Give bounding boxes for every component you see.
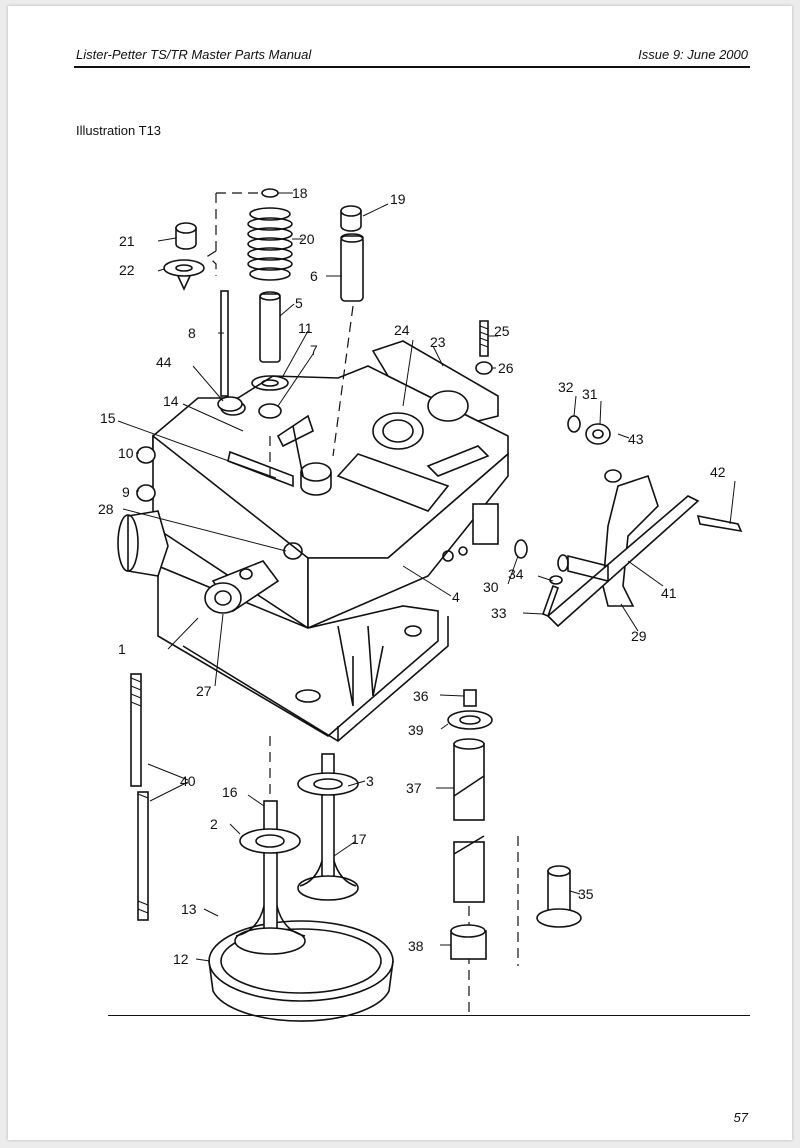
callout-19: 19 <box>390 191 406 207</box>
illustration-label: Illustration T13 <box>76 123 162 138</box>
exploded-parts-diagram: 1 2 3 4 5 6 7 8 9 10 11 12 13 14 15 16 1… <box>98 185 743 1022</box>
callout-32: 32 <box>558 379 574 395</box>
callout-43: 43 <box>628 431 644 447</box>
callout-39: 39 <box>408 722 424 738</box>
callout-8: 8 <box>188 325 196 341</box>
callout-38: 38 <box>408 938 424 954</box>
callout-16: 16 <box>222 784 238 800</box>
page-number: 57 <box>733 1110 748 1125</box>
callout-25: 25 <box>494 323 510 339</box>
callout-5: 5 <box>295 295 303 311</box>
callout-20: 20 <box>299 231 315 247</box>
callout-9: 9 <box>122 484 130 500</box>
callout-17: 17 <box>351 831 367 847</box>
callout-29: 29 <box>631 628 647 644</box>
manual-title: Lister-Petter TS/TR Master Parts Manual <box>76 47 312 62</box>
callout-27: 27 <box>196 683 212 699</box>
callout-18: 18 <box>292 185 308 201</box>
issue-date: Issue 9: June 2000 <box>638 47 748 62</box>
callout-40: 40 <box>180 773 196 789</box>
callout-15: 15 <box>100 410 116 426</box>
callout-23: 23 <box>430 334 446 350</box>
callout-26: 26 <box>498 360 514 376</box>
cylinder-head-drawing <box>117 340 509 742</box>
callout-2: 2 <box>210 816 218 832</box>
callout-41: 41 <box>661 585 677 601</box>
callout-30: 30 <box>483 579 499 595</box>
callout-35: 35 <box>578 886 594 902</box>
valve-spring-assembly <box>136 188 743 796</box>
callout-numbers: 1 2 3 4 5 6 7 8 9 10 11 12 13 14 15 16 1… <box>98 185 726 967</box>
callout-leader-lines <box>117 192 736 962</box>
callout-10: 10 <box>118 445 134 461</box>
callout-21: 21 <box>119 233 135 249</box>
header-rule <box>74 66 750 68</box>
manual-page: Lister-Petter TS/TR Master Parts Manual … <box>8 6 792 1140</box>
callout-24: 24 <box>394 322 410 338</box>
callout-7: 7 <box>310 342 318 358</box>
callout-4: 4 <box>452 589 460 605</box>
callout-31: 31 <box>582 386 598 402</box>
callout-33: 33 <box>491 605 507 621</box>
callout-34: 34 <box>508 566 524 582</box>
callout-12: 12 <box>173 951 189 967</box>
callout-6: 6 <box>310 268 318 284</box>
callout-3: 3 <box>366 773 374 789</box>
callout-13: 13 <box>181 901 197 917</box>
footer-rule <box>108 1015 750 1016</box>
callout-44: 44 <box>156 354 172 370</box>
callout-28: 28 <box>98 501 114 517</box>
callout-22: 22 <box>119 262 135 278</box>
valves-and-studs <box>130 673 582 1022</box>
callout-42: 42 <box>710 464 726 480</box>
callout-11: 11 <box>298 320 313 336</box>
callout-36: 36 <box>413 688 429 704</box>
callout-37: 37 <box>406 780 422 796</box>
callout-1: 1 <box>118 641 126 657</box>
callout-14: 14 <box>163 393 179 409</box>
